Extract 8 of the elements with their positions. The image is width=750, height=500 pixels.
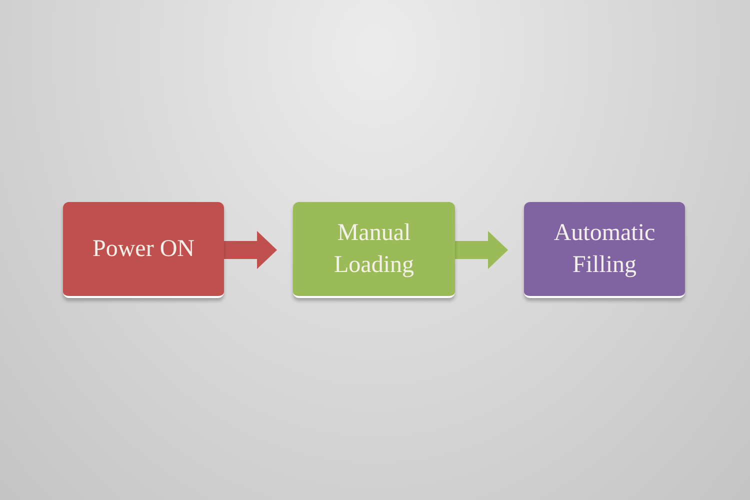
process-box [293, 202, 455, 298]
box-label: Automatic Filling [552, 218, 656, 280]
arrow [455, 231, 508, 269]
box-label: Manual Loading [333, 218, 415, 280]
process-box [63, 202, 224, 298]
arrow [224, 231, 277, 269]
process-box [524, 202, 685, 298]
box-label: Power ON [92, 234, 196, 264]
